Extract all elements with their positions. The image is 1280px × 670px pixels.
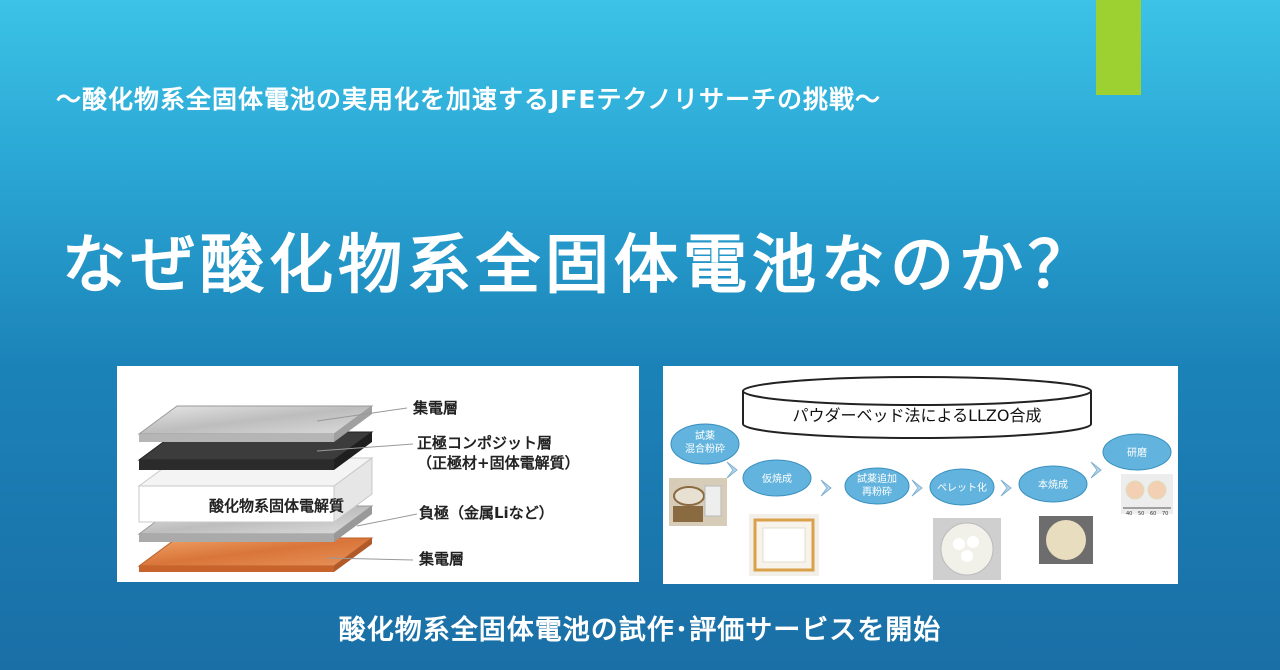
electrolyte-label: 酸化物系固体電解質 bbox=[209, 497, 344, 515]
heading-cylinder bbox=[742, 376, 1092, 439]
step6-label: 研磨 bbox=[1127, 447, 1147, 459]
electrolyte-layer bbox=[137, 457, 374, 523]
step1-line2: 混合粉砕 bbox=[685, 442, 725, 455]
step4-circle bbox=[929, 468, 995, 506]
photo-calcination bbox=[749, 514, 819, 576]
collector-top-label: 集電層 bbox=[412, 399, 458, 417]
arrow-3 bbox=[911, 479, 923, 497]
bottom-collector-layer bbox=[137, 537, 374, 572]
cathode-sublabel: （正極材+固体電解質） bbox=[417, 454, 580, 472]
step3-line1: 試薬追加 bbox=[857, 472, 897, 485]
arrow-1 bbox=[726, 461, 738, 479]
anode-label: 負極（金属Liなど） bbox=[419, 504, 554, 522]
process-heading: パウダーベッド法によるLLZO合成 bbox=[793, 406, 1042, 425]
arrow-2 bbox=[820, 479, 832, 497]
accent-bar bbox=[1096, 0, 1141, 95]
photo-mixing bbox=[669, 478, 727, 526]
collector-bottom-label: 集電層 bbox=[418, 550, 464, 568]
cathode-label: 正極コンポジット層 bbox=[417, 434, 552, 452]
battery-structure-diagram: 酸化物系固体電解質 集電層 正極コンポジット層 （正極材+固体電解質） 負極（金… bbox=[117, 366, 639, 582]
llzo-process-flow: パウダーベッド法によるLLZO合成 試薬 混合粉砕 仮焼成 試薬追加 再粉砕 ペ… bbox=[663, 366, 1178, 584]
slide-subtitle: ～酸化物系全固体電池の実用化を加速するJFEテクノリサーチの挑戦～ bbox=[56, 85, 881, 114]
arrow-4 bbox=[1000, 479, 1012, 497]
leader-lines bbox=[316, 407, 418, 561]
step2-circle bbox=[742, 459, 812, 497]
top-collector-layer bbox=[137, 405, 374, 442]
step3-line2: 再粉砕 bbox=[862, 485, 892, 498]
scale-tick-40: 40 bbox=[1126, 511, 1132, 517]
scale-tick-70: 70 bbox=[1162, 511, 1168, 517]
slide-title: なぜ酸化物系全固体電池なのか？ bbox=[62, 229, 1097, 303]
step2-label: 仮焼成 bbox=[762, 472, 792, 485]
step5-circle bbox=[1018, 465, 1088, 503]
step5-label: 本焼成 bbox=[1038, 478, 1068, 491]
process-flow-svg: パウダーベッド法によるLLZO合成 試薬 混合粉砕 仮焼成 試薬追加 再粉砕 ペ… bbox=[669, 376, 1173, 580]
step3-circle bbox=[844, 467, 910, 505]
photo-polished-pellets bbox=[1121, 474, 1173, 514]
battery-layers-svg: 酸化物系固体電解質 集電層 正極コンポジット層 （正極材+固体電解質） 負極（金… bbox=[137, 399, 580, 572]
slide-caption: 酸化物系全固体電池の試作･評価サービスを開始 bbox=[338, 615, 942, 646]
flow-arrows bbox=[726, 461, 1102, 497]
scale-tick-60: 60 bbox=[1150, 511, 1156, 517]
step4-label: ペレット化 bbox=[937, 481, 987, 494]
photo-pellets bbox=[933, 518, 1001, 580]
arrow-5 bbox=[1090, 461, 1102, 479]
scale-tick-50: 50 bbox=[1138, 511, 1144, 517]
step1-circle bbox=[670, 423, 740, 465]
step6-circle bbox=[1102, 433, 1172, 471]
photo-sintering bbox=[1039, 516, 1093, 564]
step1-line1: 試薬 bbox=[695, 429, 715, 442]
